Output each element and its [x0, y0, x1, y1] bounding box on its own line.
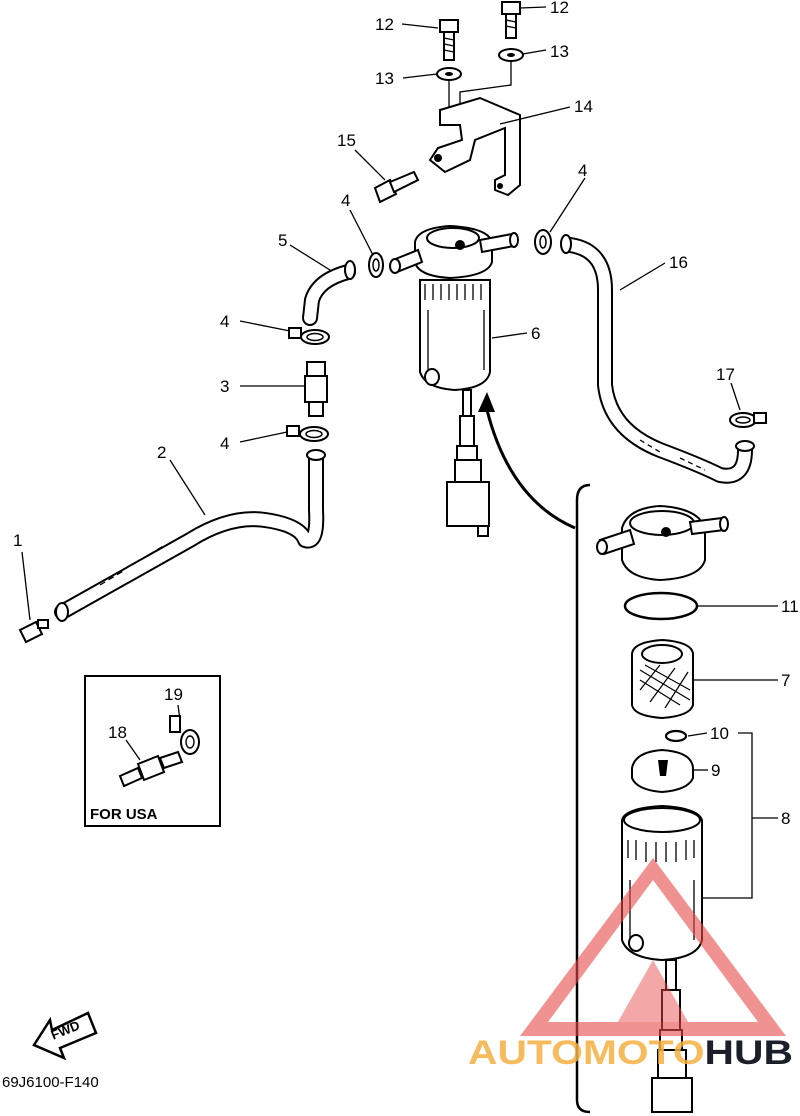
- fuel-filter-assembly-part-6: [389, 224, 519, 537]
- callout-19: 19: [164, 685, 183, 704]
- callout-3: 3: [220, 377, 229, 396]
- hose-16: [560, 234, 755, 484]
- callout-18: 18: [108, 723, 127, 742]
- hose-2: [54, 449, 326, 622]
- watermark-triangle-logo: [520, 858, 786, 1036]
- callout-14: 14: [574, 97, 593, 116]
- hose-clip-filter-outlet: [534, 229, 552, 255]
- hose-clip-upper-left: [288, 327, 330, 345]
- callout-4-lower-left: 4: [220, 434, 229, 453]
- callout-10: 10: [710, 724, 729, 743]
- callout-11: 11: [781, 597, 799, 616]
- float-part-9: [631, 748, 694, 794]
- callout-2: 2: [157, 443, 166, 462]
- callout-9: 9: [711, 761, 720, 780]
- filter-element-part-7: [631, 638, 694, 720]
- inset-caption: FOR USA: [90, 806, 158, 823]
- screw-part-15: [373, 170, 420, 204]
- o-ring-part-11: [623, 591, 699, 621]
- callout-12-right: 12: [550, 0, 569, 17]
- callout-4-filter-outlet: 4: [578, 161, 587, 180]
- callout-13-right: 13: [550, 42, 569, 61]
- callout-4-filter-inlet: 4: [341, 191, 350, 210]
- filter-cap-exploded: [596, 504, 729, 582]
- callout-6: 6: [531, 324, 540, 343]
- plug-part-1: [18, 619, 49, 644]
- callout-12-left: 12: [375, 15, 394, 34]
- figure-code: 69J6100-F140: [2, 1074, 99, 1091]
- callout-4-upper-left: 4: [220, 312, 229, 331]
- callout-5: 5: [278, 231, 287, 250]
- callout-13-left: 13: [375, 69, 394, 88]
- callout-1: 1: [13, 531, 22, 550]
- hose-clip-part-17: [729, 412, 767, 428]
- leader-lines-main: [21, 6, 741, 621]
- callout-15: 15: [337, 131, 356, 150]
- inset-for-usa: [84, 675, 221, 827]
- joint-part-18: [118, 750, 184, 788]
- hose-5: [302, 260, 356, 326]
- joint-part-3: [304, 361, 328, 417]
- bolt-part-12-right: [501, 1, 521, 39]
- bracket-part-14: [428, 96, 521, 197]
- watermark: [520, 858, 786, 1036]
- filter-cup-part-8: [621, 804, 703, 1113]
- callout-16: 16: [669, 253, 688, 272]
- hose-clip-filter-inlet: [368, 252, 384, 278]
- washer-part-13-right: [498, 48, 524, 62]
- leader-lines-exploded: [687, 605, 778, 899]
- callout-8: 8: [781, 809, 790, 828]
- washer-part-13-left: [436, 67, 462, 81]
- clip-part-19: [169, 715, 200, 755]
- exploded-view-bracket: [575, 483, 591, 1114]
- explode-arrow: [478, 392, 576, 530]
- callout-7: 7: [781, 671, 790, 690]
- callout-17: 17: [716, 365, 735, 384]
- fwd-direction-arrow: [32, 1011, 98, 1061]
- bolt-part-12-left: [439, 19, 459, 61]
- clip-part-10: [664, 729, 688, 743]
- hose-clip-lower-left: [286, 425, 329, 442]
